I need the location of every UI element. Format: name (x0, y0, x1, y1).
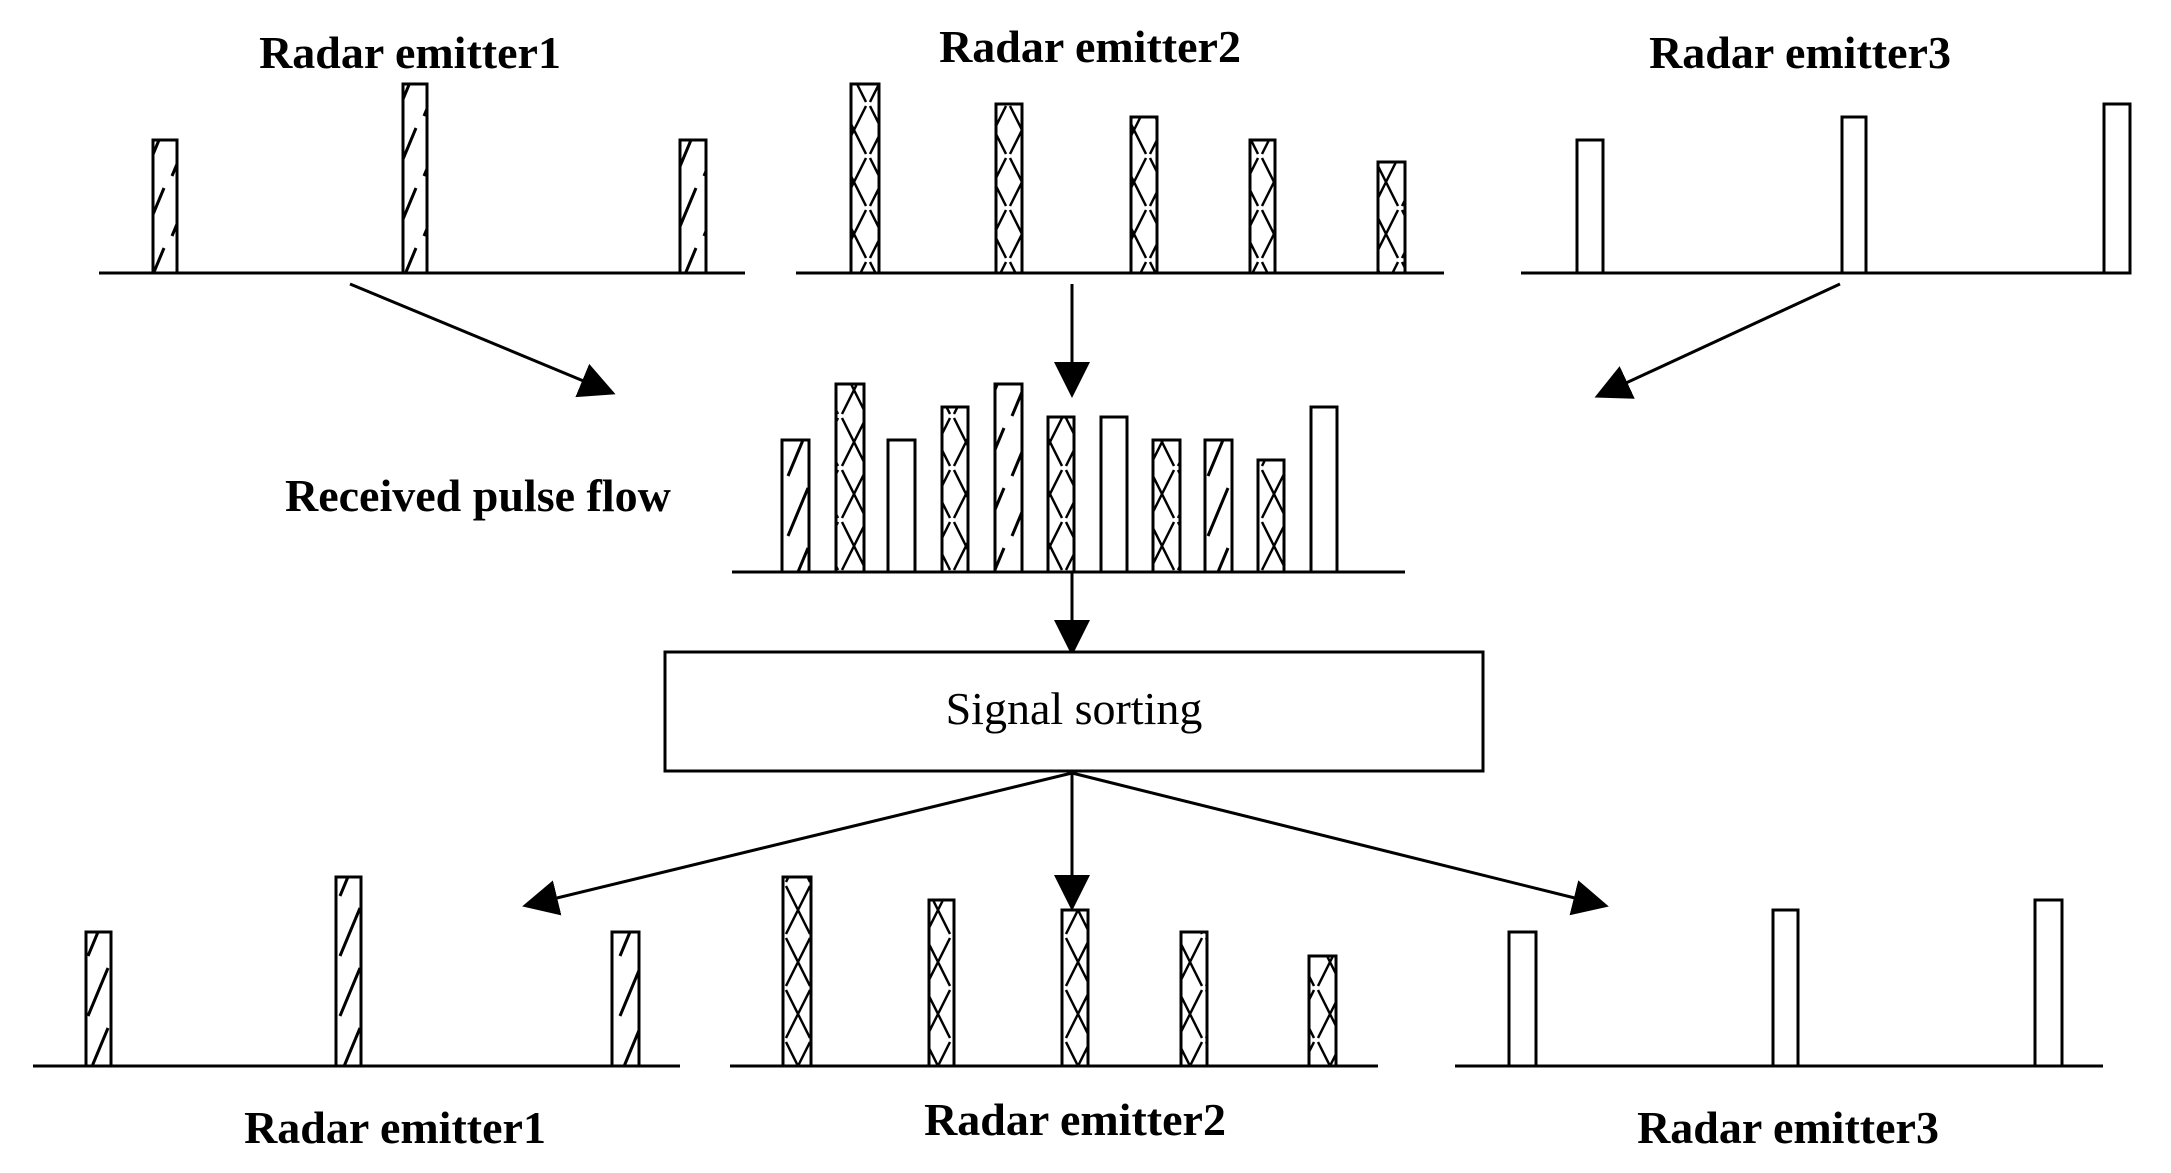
pulse (1307, 954, 1338, 1068)
pulse (1507, 930, 1538, 1068)
pulse (1309, 405, 1339, 574)
pulse (940, 405, 970, 574)
signal-sorting-label: Signal sorting (946, 683, 1203, 734)
pulse (886, 438, 917, 574)
pulse (781, 875, 813, 1068)
pulse (678, 138, 708, 275)
top-emitter3-label: Radar emitter3 (1649, 27, 1951, 78)
bottom-emitter2-label: Radar emitter2 (924, 1094, 1226, 1145)
pulse (1771, 908, 1800, 1068)
pulse (151, 138, 179, 275)
pulse (1203, 438, 1234, 574)
arrow-sorting-to-emitter1 (522, 771, 1073, 916)
top-emitter1-pulse-train (99, 82, 745, 275)
pulse (1179, 930, 1209, 1068)
bottom-emitter1-label: Radar emitter1 (244, 1102, 546, 1153)
pulse (1151, 438, 1182, 574)
pulse (2033, 898, 2064, 1068)
arrow-sorting-to-emitter3 (1071, 771, 1609, 916)
top-emitter2-label: Radar emitter2 (939, 21, 1241, 72)
pulse (834, 382, 866, 574)
pulse (610, 930, 641, 1068)
pulse (1840, 115, 1868, 275)
arrow-emitter3-to-received (1594, 282, 1841, 399)
pulse (1099, 415, 1129, 574)
pulse (994, 102, 1024, 275)
pulse (1248, 138, 1277, 275)
bottom-emitter3-pulse-train (1455, 898, 2103, 1068)
top-emitter1-label: Radar emitter1 (259, 27, 561, 78)
pulse (1129, 115, 1159, 275)
pulse (2102, 102, 2132, 275)
pulse (1060, 908, 1090, 1068)
pulse (849, 82, 881, 275)
bottom-emitter1-pulse-train (33, 875, 680, 1068)
arrow-emitter1-to-received (349, 282, 616, 398)
pulse (927, 898, 956, 1068)
pulse (84, 930, 113, 1068)
received-pulse-flow-label: Received pulse flow (285, 470, 671, 521)
pulse (1256, 458, 1286, 574)
bottom-emitter3-label: Radar emitter3 (1637, 1102, 1939, 1153)
top-emitter2-pulse-train (796, 82, 1444, 275)
pulse (780, 438, 811, 574)
top-emitter3-pulse-train (1521, 102, 2132, 275)
pulse (1575, 138, 1605, 275)
pulse (993, 382, 1024, 574)
pulse (401, 82, 429, 275)
pulse (334, 875, 363, 1068)
pulse (1376, 160, 1407, 275)
pulse (1046, 415, 1076, 574)
signal-sorting-box (663, 650, 1485, 773)
bottom-emitter2-pulse-train (730, 875, 1378, 1068)
received-pulse-train (732, 382, 1405, 574)
